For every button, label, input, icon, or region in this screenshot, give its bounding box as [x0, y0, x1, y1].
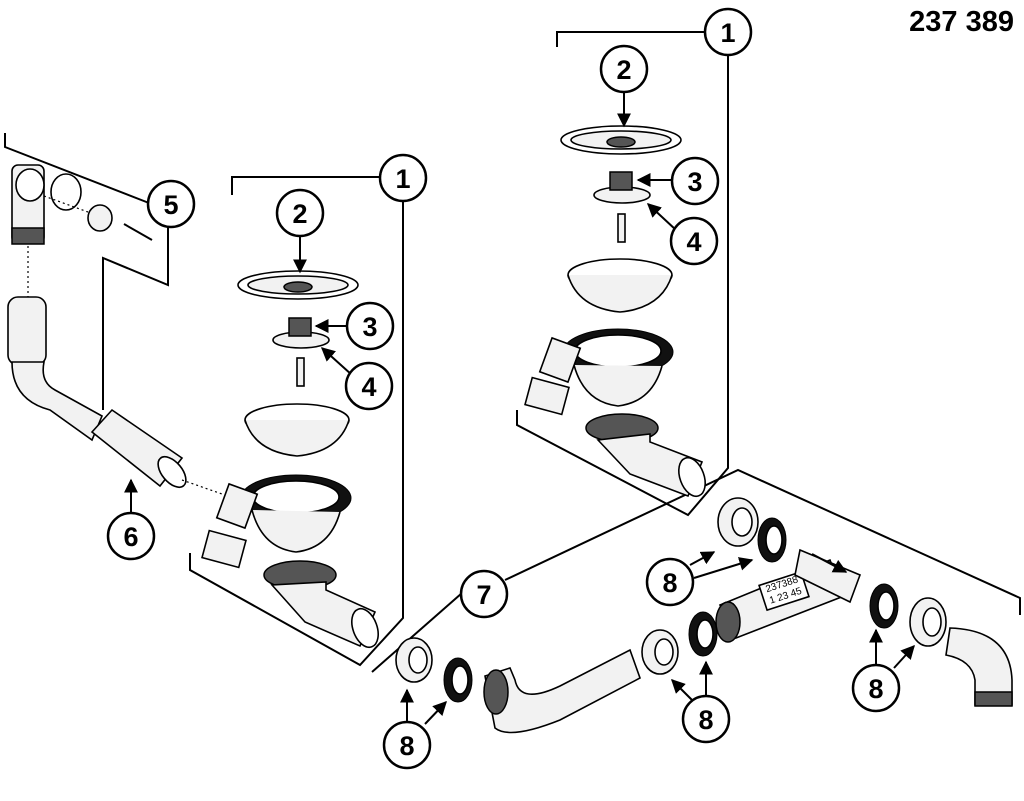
callout-5: 5	[146, 179, 196, 229]
callout-2-left: 2	[275, 188, 325, 238]
svg-text:3: 3	[362, 312, 377, 342]
svg-text:8: 8	[399, 731, 414, 761]
callout-8-right: 8	[851, 663, 901, 713]
callout-2-right: 2	[599, 44, 649, 94]
strainer-basket-right	[567, 258, 673, 313]
svg-text:8: 8	[868, 674, 883, 704]
outlet-elbow-right	[585, 413, 706, 498]
group-frame-overflow	[4, 133, 169, 410]
group-frame-siphon	[371, 468, 1021, 673]
svg-text:5: 5	[163, 190, 178, 220]
svg-text:2: 2	[616, 55, 631, 85]
callout-7: 7	[459, 569, 509, 619]
siphon-upper	[717, 497, 862, 604]
callout-8-upper: 8	[645, 557, 695, 607]
sink-outlet-left	[201, 474, 352, 569]
callout-3-left: 3	[345, 301, 395, 351]
strainer-basket-left	[244, 403, 350, 457]
strainer-plug-left	[237, 270, 359, 300]
callout-4-left: 4	[344, 361, 394, 411]
callout-8-middle: 8	[681, 694, 731, 744]
callout-arrows	[124, 91, 915, 725]
outlet-elbow-left	[263, 560, 379, 649]
part-number: 237 389	[909, 6, 1014, 38]
sink-outlet-right	[524, 328, 674, 416]
siphon-right-elbow	[869, 583, 1013, 707]
svg-text:2: 2	[292, 199, 307, 229]
siphon-pipe-left	[395, 637, 641, 734]
svg-text:8: 8	[662, 568, 677, 598]
svg-text:1: 1	[720, 18, 735, 48]
svg-text:8: 8	[698, 705, 713, 735]
group-frame-left	[189, 176, 404, 667]
strainer-plug-right	[560, 125, 682, 155]
callout-1-left: 1	[378, 153, 428, 203]
svg-text:4: 4	[686, 227, 701, 257]
plug-cap-left	[272, 317, 330, 387]
callout-3-right: 3	[670, 156, 720, 206]
svg-text:7: 7	[476, 580, 491, 610]
callout-1-right: 1	[703, 7, 753, 57]
callout-6: 6	[106, 511, 156, 561]
overflow-connector	[90, 408, 223, 495]
svg-text:1: 1	[395, 164, 410, 194]
svg-text:4: 4	[361, 372, 376, 402]
callout-8-bottom-left: 8	[382, 720, 432, 770]
svg-text:3: 3	[687, 167, 702, 197]
plug-cap-right	[593, 171, 651, 243]
callout-4-right: 4	[669, 216, 719, 266]
svg-text:6: 6	[123, 522, 138, 552]
group-frame-right	[516, 31, 729, 517]
